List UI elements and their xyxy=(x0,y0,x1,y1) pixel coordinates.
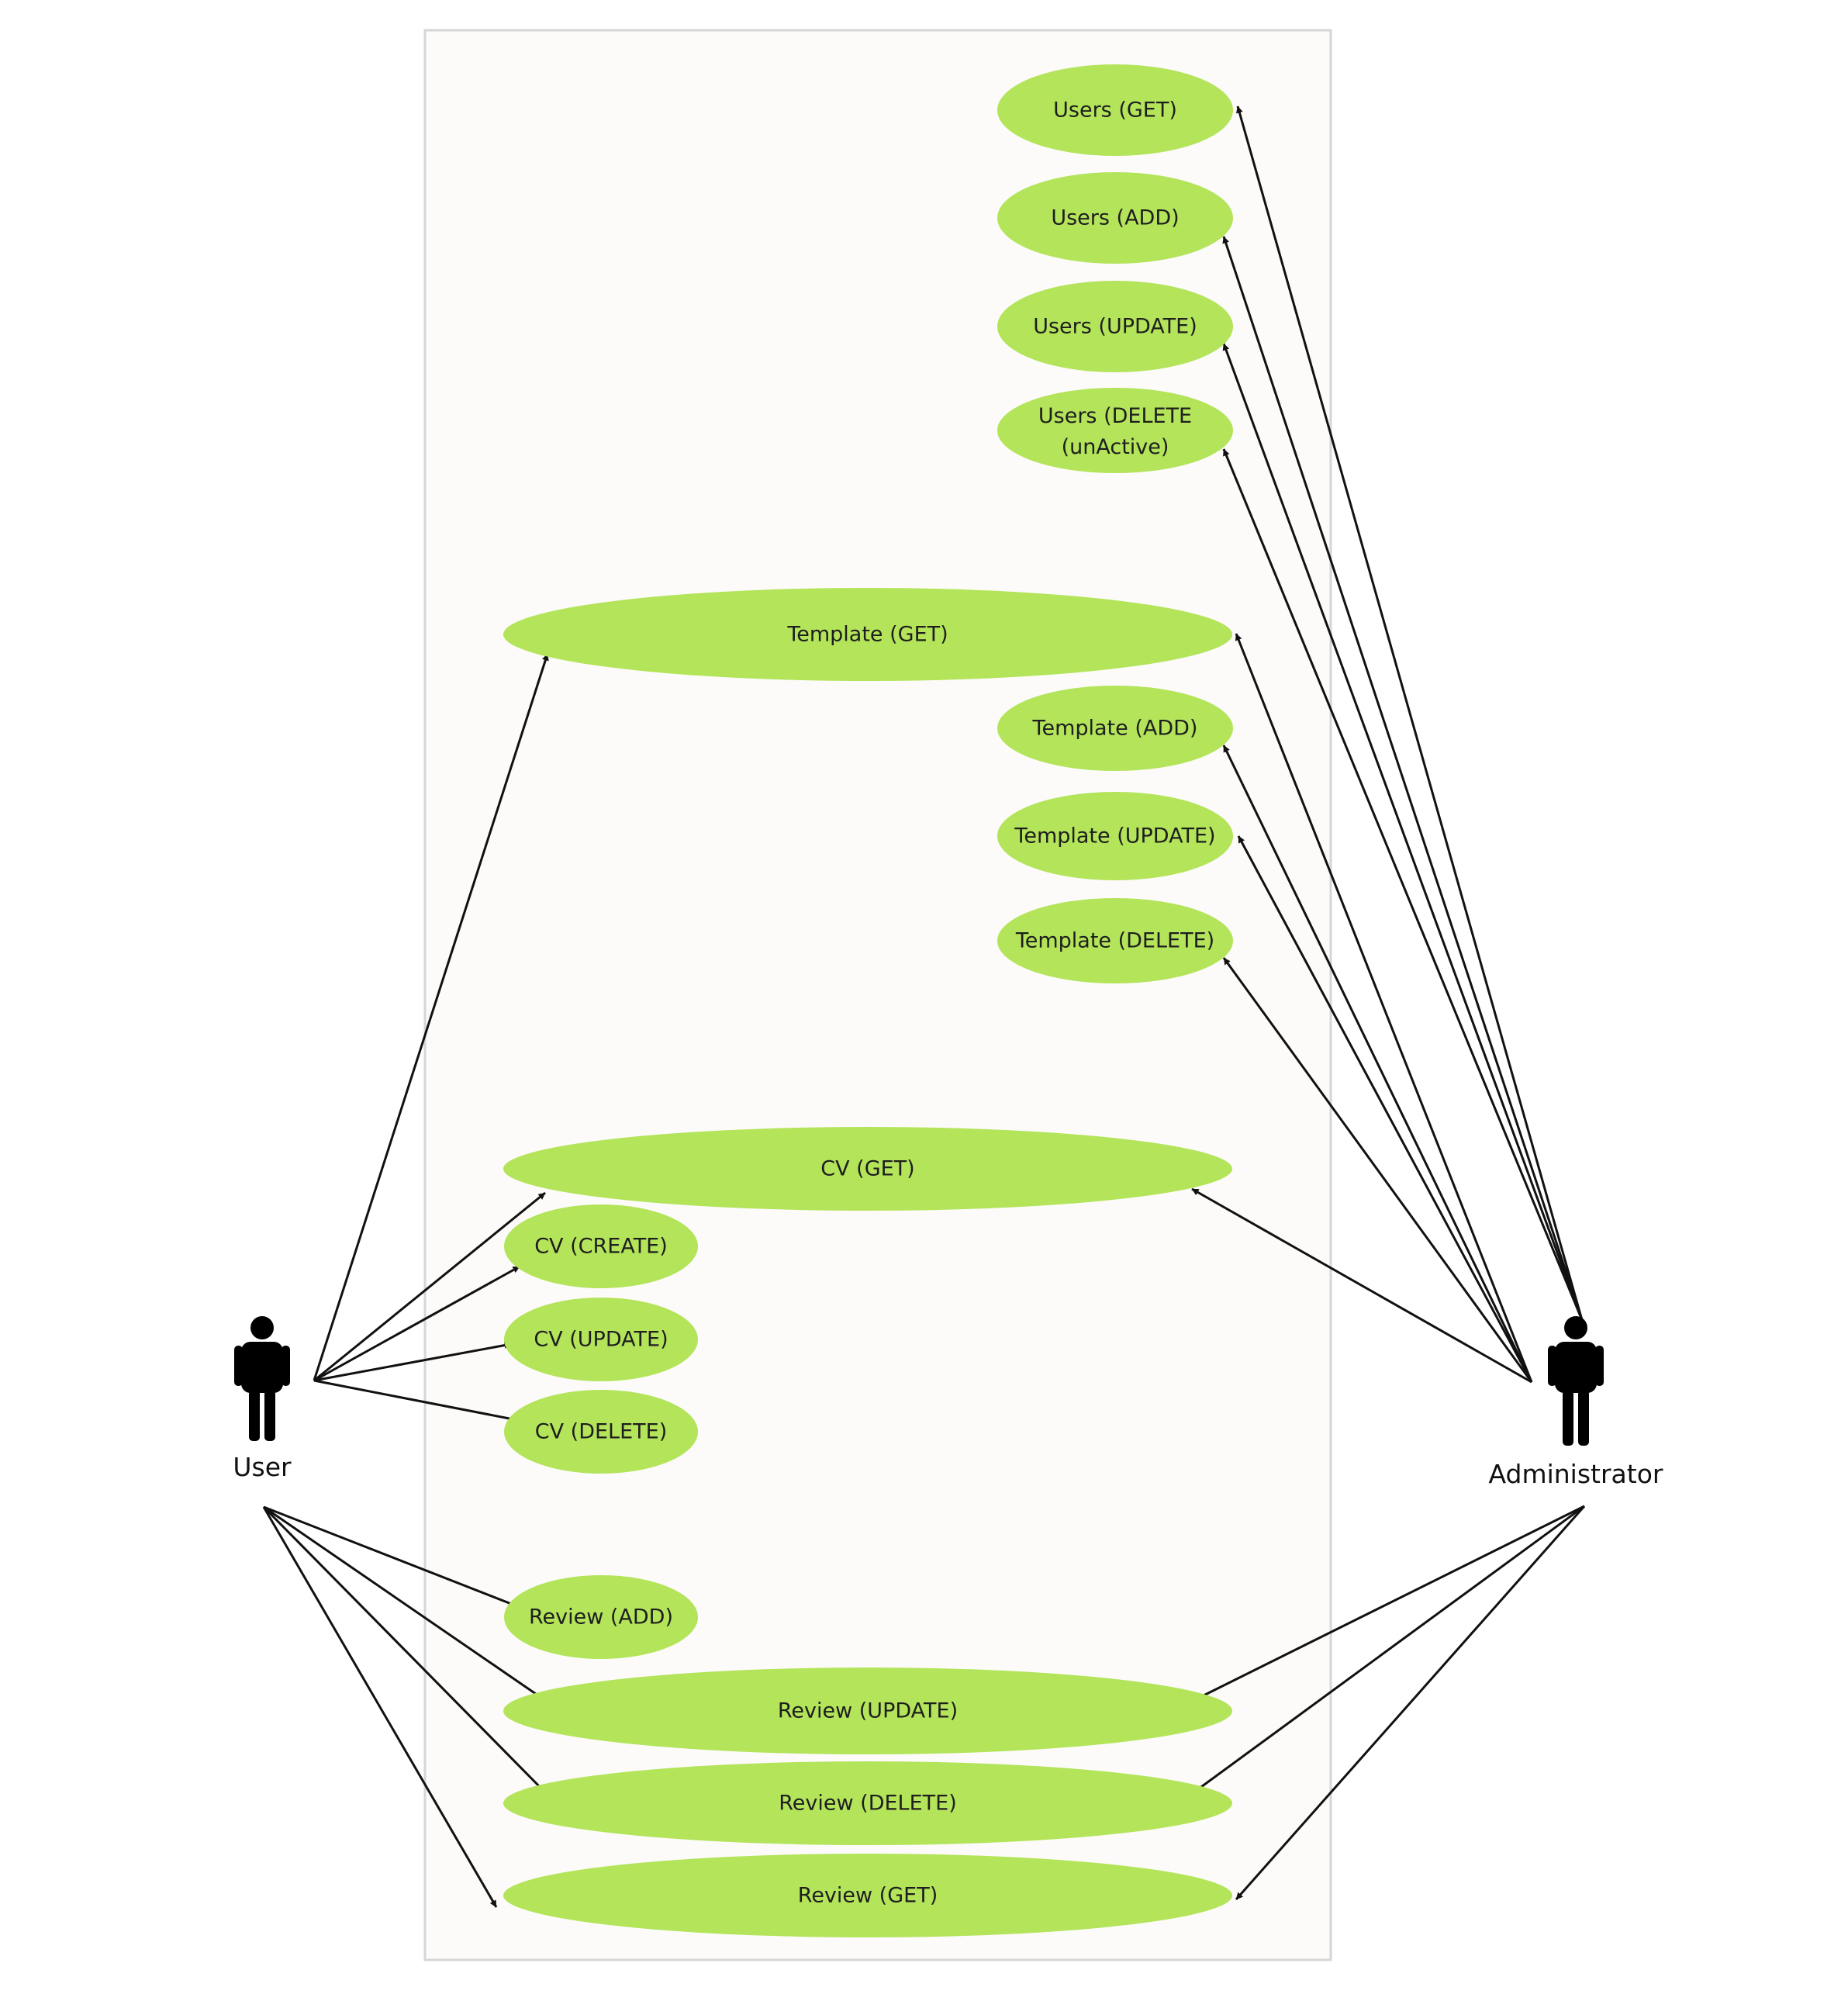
use-case-review-add[interactable]: Review (ADD) xyxy=(504,1575,698,1659)
association-admin-review-get xyxy=(1235,1505,1586,1900)
association-admin-users-add xyxy=(1222,236,1584,1321)
actor-name: User xyxy=(233,1452,292,1482)
use-case-label: CV (GET) xyxy=(820,1157,914,1181)
association-admin-users-delete xyxy=(1222,448,1584,1321)
use-case-label: CV (UPDATE) xyxy=(534,1328,668,1352)
use-case-cv-get[interactable]: CV (GET) xyxy=(503,1127,1232,1211)
association-admin-review-update xyxy=(1192,1505,1585,1702)
use-case-users-get[interactable]: Users (GET) xyxy=(997,64,1233,156)
association-admin-template-add xyxy=(1222,745,1533,1383)
use-case-label: CV (DELETE) xyxy=(535,1420,667,1444)
actor-administrator[interactable]: Administrator xyxy=(1489,1316,1663,1489)
use-case-users-delete[interactable]: Users (DELETE(unActive) xyxy=(997,388,1233,473)
association-admin-cv-get xyxy=(1191,1187,1532,1384)
association-user-template-get xyxy=(313,653,549,1381)
use-case-label: Users (GET) xyxy=(1053,98,1177,123)
use-case-template-get[interactable]: Template (GET) xyxy=(503,588,1232,681)
use-case-cv-delete[interactable]: CV (DELETE) xyxy=(504,1390,698,1474)
association-admin-review-delete xyxy=(1192,1505,1585,1795)
association-user-review-get xyxy=(262,1506,498,1908)
association-admin-template-get xyxy=(1235,633,1533,1383)
use-case-label: Users (UPDATE) xyxy=(1033,315,1197,339)
use-case-label: Review (UPDATE) xyxy=(778,1699,958,1723)
use-case-label: Review (ADD) xyxy=(529,1605,673,1629)
use-case-cv-update[interactable]: CV (UPDATE) xyxy=(504,1298,698,1381)
association-admin-template-update xyxy=(1237,835,1533,1383)
associations xyxy=(262,105,1586,1908)
use-case-template-delete[interactable]: Template (DELETE) xyxy=(997,898,1233,983)
use-case-review-delete[interactable]: Review (DELETE) xyxy=(503,1761,1232,1845)
use-case-users-add[interactable]: Users (ADD) xyxy=(997,172,1233,264)
person-icon xyxy=(1548,1316,1604,1446)
association-user-cv-delete xyxy=(313,1379,518,1422)
association-admin-template-delete xyxy=(1222,957,1533,1383)
association-user-review-add xyxy=(263,1505,518,1608)
use-case-users-update[interactable]: Users (UPDATE) xyxy=(997,281,1233,372)
actor-name: Administrator xyxy=(1489,1459,1663,1489)
use-case-label: Review (DELETE) xyxy=(779,1792,957,1816)
use-case-label: Users (ADD) xyxy=(1051,206,1179,230)
association-admin-users-get xyxy=(1236,105,1584,1321)
association-admin-users-update xyxy=(1222,343,1584,1321)
association-user-cv-create xyxy=(313,1265,520,1382)
association-user-cv-get xyxy=(313,1191,546,1382)
use-case-label: CV (CREATE) xyxy=(534,1235,668,1259)
use-case-label: Template (UPDATE) xyxy=(1014,824,1215,848)
use-case-label: Template (GET) xyxy=(786,623,948,647)
use-case-template-update[interactable]: Template (UPDATE) xyxy=(997,792,1233,880)
association-user-review-delete xyxy=(262,1505,547,1795)
use-case-review-update[interactable]: Review (UPDATE) xyxy=(503,1668,1232,1754)
use-case-template-add[interactable]: Template (ADD) xyxy=(997,686,1233,771)
use-case-cv-create[interactable]: CV (CREATE) xyxy=(504,1204,698,1288)
actor-user[interactable]: User xyxy=(233,1316,292,1482)
use-case-label: Review (GET) xyxy=(798,1884,938,1908)
association-user-cv-update xyxy=(313,1342,512,1382)
use-case-label: Template (DELETE) xyxy=(1015,929,1214,953)
use-case-label: Template (ADD) xyxy=(1032,717,1198,741)
association-user-review-update xyxy=(263,1505,547,1702)
use-case-label: Users (DELETE(unActive) xyxy=(1038,404,1192,459)
person-icon xyxy=(234,1316,290,1441)
use-case-review-get[interactable]: Review (GET) xyxy=(503,1854,1232,1937)
